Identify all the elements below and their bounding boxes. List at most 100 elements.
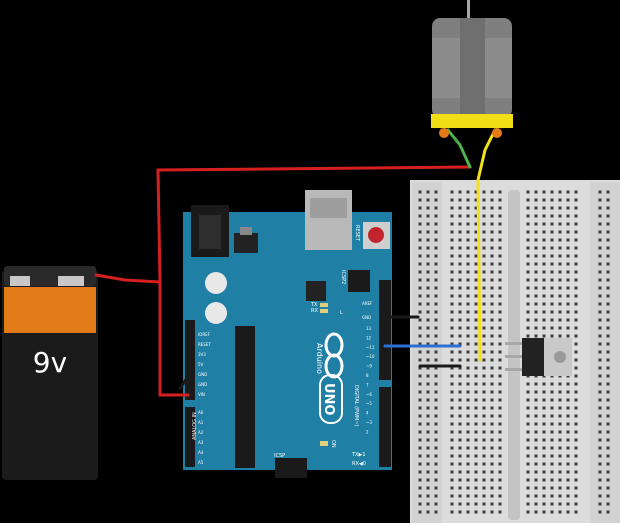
breadboard-hole <box>498 294 502 298</box>
breadboard-hole <box>542 254 546 258</box>
breadboard-hole <box>498 278 502 282</box>
breadboard-hole <box>434 446 438 450</box>
breadboard-hole <box>558 494 562 498</box>
breadboard-hole <box>566 494 570 498</box>
breadboard-hole <box>566 454 570 458</box>
breadboard-hole <box>426 374 430 378</box>
breadboard-hole <box>526 486 530 490</box>
breadboard-hole <box>598 222 602 226</box>
breadboard-hole <box>574 470 578 474</box>
breadboard-hole <box>534 406 538 410</box>
breadboard-hole <box>482 262 486 266</box>
breadboard-hole <box>434 502 438 506</box>
breadboard-hole <box>426 406 430 410</box>
battery-terminal-left <box>10 276 30 286</box>
breadboard-hole <box>482 270 486 274</box>
breadboard-hole <box>574 390 578 394</box>
pin-label: 5V <box>198 362 204 367</box>
gnd-label: GND <box>362 315 371 320</box>
breadboard-hole <box>426 310 430 314</box>
breadboard-hole <box>550 294 554 298</box>
breadboard-hole <box>426 414 430 418</box>
breadboard-hole <box>550 486 554 490</box>
voltage-regulator <box>234 233 258 253</box>
breadboard-hole <box>598 422 602 426</box>
breadboard-hole <box>598 342 602 346</box>
breadboard-hole <box>542 406 546 410</box>
breadboard-hole <box>606 422 610 426</box>
breadboard-hole <box>498 454 502 458</box>
breadboard-hole <box>606 350 610 354</box>
breadboard-hole <box>466 198 470 202</box>
breadboard-hole <box>418 254 422 258</box>
breadboard-hole <box>550 334 554 338</box>
breadboard-hole <box>466 278 470 282</box>
breadboard-hole <box>418 190 422 194</box>
breadboard-hole <box>450 350 454 354</box>
breadboard-hole <box>450 326 454 330</box>
breadboard-hole <box>526 422 530 426</box>
breadboard-hole <box>474 390 478 394</box>
motor-terminal-left <box>439 128 449 138</box>
breadboard-hole <box>526 310 530 314</box>
breadboard-hole <box>606 454 610 458</box>
breadboard-hole <box>466 270 470 274</box>
breadboard-hole <box>534 382 538 386</box>
breadboard-hole <box>418 206 422 210</box>
breadboard-hole <box>490 446 494 450</box>
motor-band <box>431 114 513 128</box>
breadboard-hole <box>474 342 478 346</box>
breadboard-hole <box>558 390 562 394</box>
breadboard-hole <box>466 454 470 458</box>
breadboard-hole <box>542 262 546 266</box>
reset-button-cap[interactable] <box>368 227 384 243</box>
breadboard-hole <box>482 414 486 418</box>
breadboard-hole <box>474 318 478 322</box>
breadboard-hole <box>458 294 462 298</box>
breadboard-hole <box>466 462 470 466</box>
breadboard-hole <box>418 286 422 290</box>
breadboard-hole <box>426 390 430 394</box>
breadboard-hole <box>526 222 530 226</box>
breadboard-hole <box>450 246 454 250</box>
breadboard-hole <box>490 382 494 386</box>
breadboard-hole <box>418 246 422 250</box>
breadboard-hole <box>418 366 422 370</box>
breadboard-hole <box>474 486 478 490</box>
breadboard-hole <box>598 382 602 386</box>
breadboard-hole <box>450 238 454 242</box>
breadboard-hole <box>498 422 502 426</box>
breadboard-hole <box>498 206 502 210</box>
breadboard-hole <box>558 222 562 226</box>
breadboard-hole <box>458 342 462 346</box>
breadboard-hole <box>606 446 610 450</box>
breadboard-hole <box>418 350 422 354</box>
breadboard-hole <box>450 382 454 386</box>
breadboard-hole <box>434 318 438 322</box>
breadboard-hole <box>474 414 478 418</box>
breadboard-hole <box>426 262 430 266</box>
breadboard-hole <box>474 334 478 338</box>
breadboard-hole <box>606 270 610 274</box>
breadboard-hole <box>598 310 602 314</box>
breadboard-hole <box>574 214 578 218</box>
breadboard-hole <box>574 262 578 266</box>
breadboard-hole <box>534 294 538 298</box>
breadboard-hole <box>450 510 454 514</box>
breadboard-hole <box>558 462 562 466</box>
breadboard-hole <box>490 238 494 242</box>
breadboard-hole <box>482 326 486 330</box>
breadboard-hole <box>542 246 546 250</box>
breadboard-hole <box>606 510 610 514</box>
breadboard-hole <box>434 230 438 234</box>
breadboard-hole <box>558 334 562 338</box>
arduino-logo <box>324 332 344 379</box>
breadboard-hole <box>542 230 546 234</box>
breadboard-hole <box>490 462 494 466</box>
breadboard-hole <box>474 470 478 474</box>
breadboard-hole <box>482 254 486 258</box>
breadboard-hole <box>426 446 430 450</box>
breadboard-hole <box>418 278 422 282</box>
breadboard-hole <box>450 342 454 346</box>
breadboard-hole <box>490 478 494 482</box>
